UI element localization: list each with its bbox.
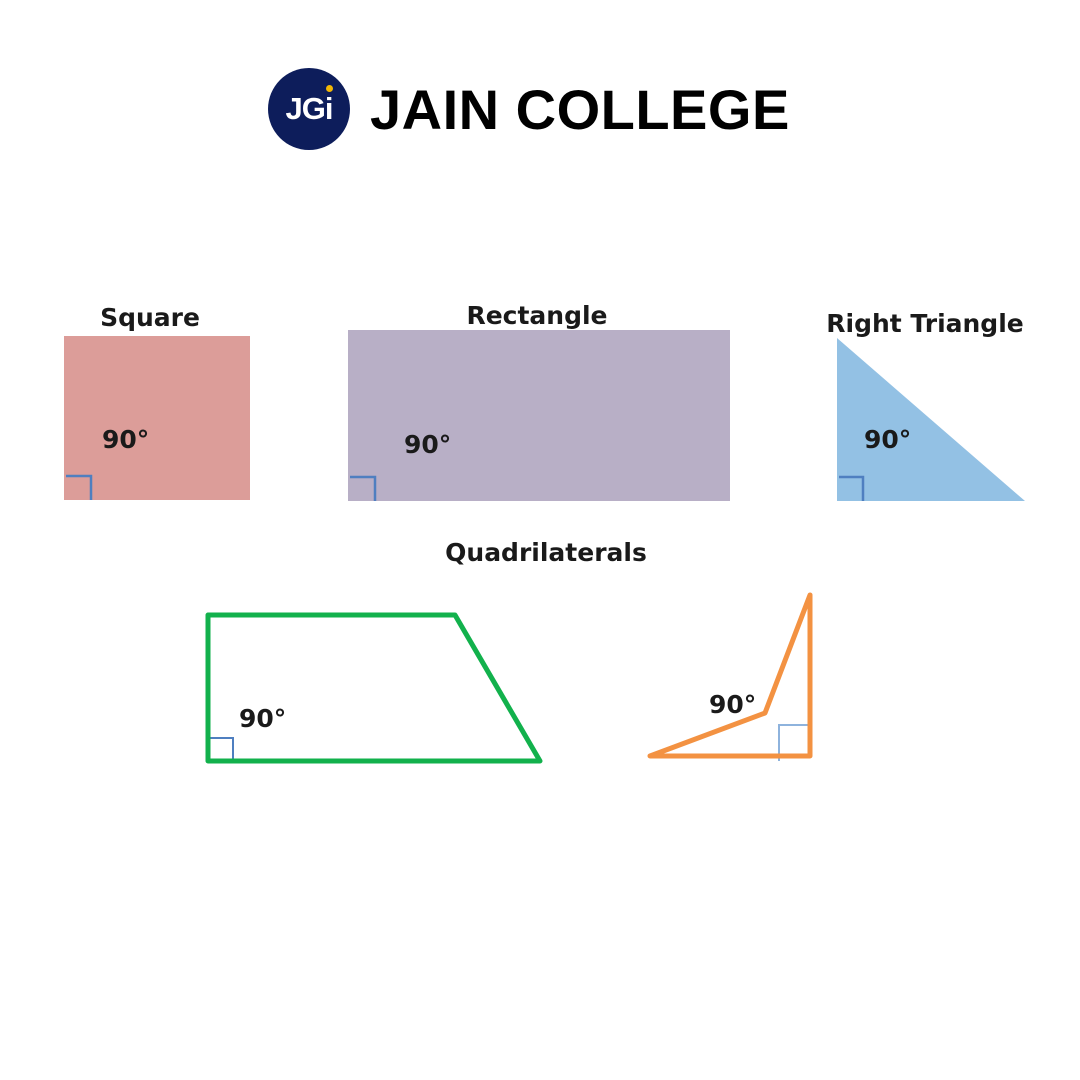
college-name: JAIN COLLEGE (370, 77, 790, 141)
square-right-angle-marker (66, 474, 93, 500)
kite-figure: 90° (647, 592, 813, 761)
header: JGi JAIN COLLEGE (268, 68, 790, 150)
kite-angle-label: 90° (709, 690, 756, 719)
rectangle-right-angle-marker (350, 475, 377, 501)
square-figure: Square 90° (64, 303, 250, 500)
trapezoid-angle-label: 90° (239, 704, 286, 733)
rectangle-figure: Rectangle 90° (348, 301, 730, 501)
right-triangle-title: Right Triangle (826, 309, 1023, 338)
rectangle-angle-label: 90° (404, 430, 451, 459)
kite-shape (647, 592, 813, 759)
kite-right-angle-marker (778, 724, 810, 761)
right-triangle-angle-label: 90° (864, 425, 911, 454)
jgi-logo: JGi (268, 68, 350, 150)
rectangle-shape (348, 330, 730, 501)
square-shape (64, 336, 250, 500)
right-triangle-right-angle-marker (839, 475, 865, 501)
trapezoid-right-angle-marker (210, 737, 234, 761)
trapezoid-figure: 90° (205, 612, 543, 764)
rectangle-title: Rectangle (466, 301, 607, 330)
logo-dot (326, 85, 334, 92)
trapezoid-shape (205, 612, 543, 764)
right-triangle-figure: Right Triangle 90° (826, 309, 1025, 501)
logo-text: JGi (286, 85, 334, 127)
square-angle-label: 90° (102, 425, 149, 454)
right-triangle-shape (837, 338, 1025, 501)
square-title: Square (100, 303, 200, 332)
quadrilaterals-title: Quadrilaterals (445, 538, 647, 567)
